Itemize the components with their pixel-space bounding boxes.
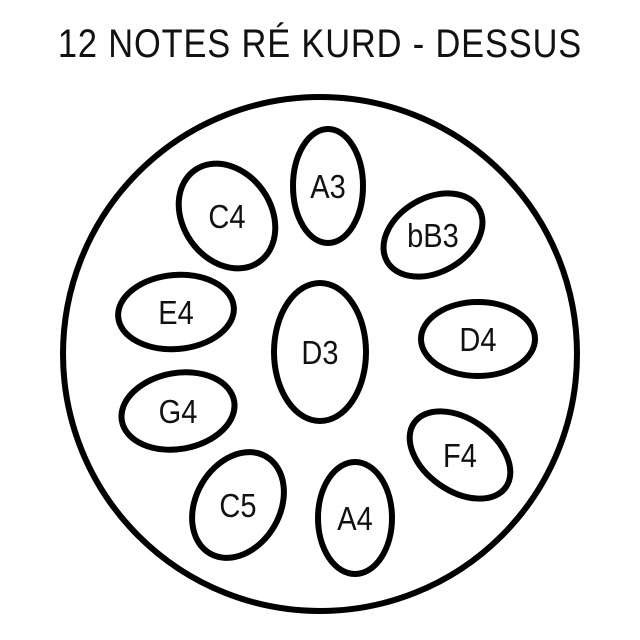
diagram-title: 12 NOTES RÉ KURD - DESSUS xyxy=(57,22,583,66)
note-ellipse xyxy=(175,160,279,272)
note-ellipse xyxy=(118,369,238,453)
note-ellipse xyxy=(271,280,369,424)
note-label: C5 xyxy=(219,487,256,524)
note-label: A3 xyxy=(310,168,346,205)
note-field-d3: D3 xyxy=(271,280,369,424)
note-label: C4 xyxy=(208,198,245,235)
note-label: D3 xyxy=(301,334,338,371)
note-label: F4 xyxy=(443,437,477,474)
note-label: A4 xyxy=(337,500,373,537)
note-field-a3: A3 xyxy=(290,126,366,246)
note-field-c5: C5 xyxy=(189,449,287,561)
note-field-a4: A4 xyxy=(315,459,395,577)
note-ellipse xyxy=(380,190,486,280)
note-ellipse xyxy=(315,459,395,577)
note-field-f4: F4 xyxy=(406,408,514,502)
note-label: D4 xyxy=(459,321,496,358)
note-ellipse xyxy=(418,299,538,379)
note-field-d4: D4 xyxy=(418,299,538,379)
note-ellipse xyxy=(406,408,514,502)
note-ellipse xyxy=(290,126,366,246)
note-field-c4: C4 xyxy=(175,160,279,272)
note-field-bb3: bB3 xyxy=(380,190,486,280)
note-field-e4: E4 xyxy=(115,271,237,353)
note-ellipse xyxy=(189,449,287,561)
note-label: E4 xyxy=(158,294,194,331)
note-ellipse xyxy=(115,271,237,353)
note-label: G4 xyxy=(159,393,198,430)
note-label: bB3 xyxy=(407,217,459,254)
note-field-g4: G4 xyxy=(118,369,238,453)
drum-outline xyxy=(60,94,580,614)
